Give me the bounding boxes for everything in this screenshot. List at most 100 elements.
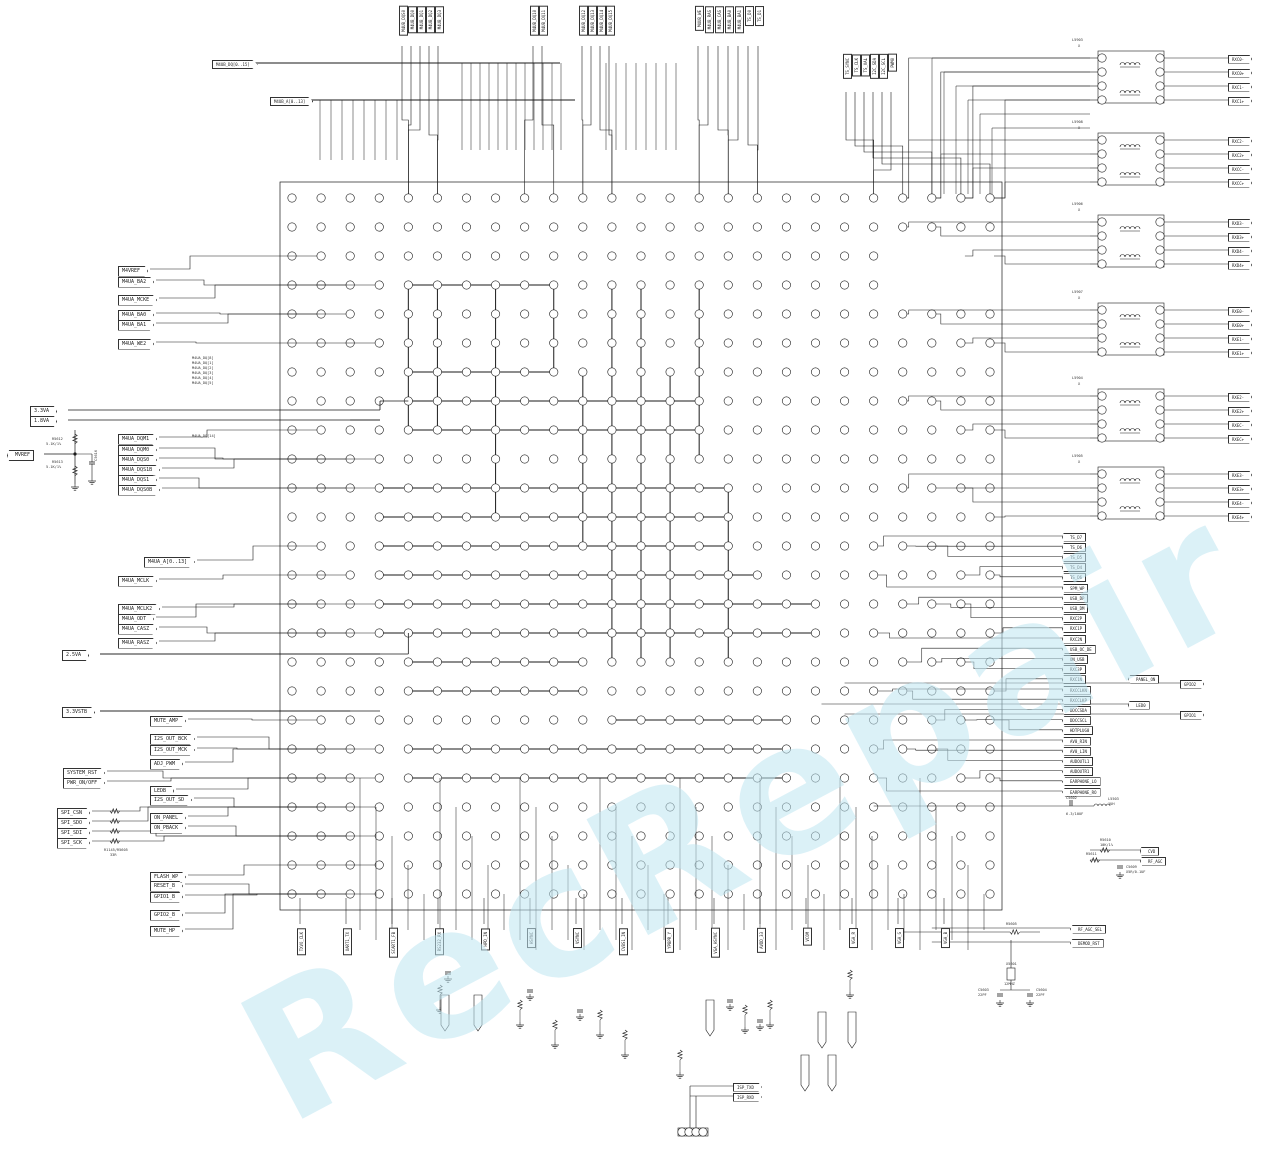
- bga-ball: [899, 310, 907, 318]
- choke-pin: [1098, 82, 1106, 90]
- bga-ball: [579, 687, 587, 695]
- bga-ball: [608, 600, 616, 608]
- bga-ball: [899, 513, 907, 521]
- bga-ball: [375, 687, 383, 695]
- choke-coil: [1130, 63, 1135, 66]
- bga-ball: [404, 252, 412, 260]
- bga-ball: [608, 455, 616, 463]
- choke-coil: [1135, 401, 1140, 404]
- bga-ball: [317, 542, 325, 550]
- signal-wire: [994, 430, 1090, 438]
- bga-ball: [404, 455, 412, 463]
- choke-coil: [1130, 479, 1135, 481]
- bga-ball: [579, 600, 587, 608]
- choke-pin: [1098, 164, 1106, 172]
- bga-ball: [666, 194, 674, 202]
- bga-ball: [782, 629, 790, 637]
- bga-ball: [782, 542, 790, 550]
- bga-ball: [346, 716, 354, 724]
- bga-ball: [550, 513, 558, 521]
- bga-ball: [840, 484, 848, 492]
- bga-ball: [491, 658, 499, 666]
- choke-coil: [1130, 343, 1135, 346]
- bga-ball: [404, 571, 412, 579]
- signal-wire: [92, 807, 317, 821]
- choke-coil: [1125, 401, 1130, 404]
- choke-pin: [1098, 392, 1106, 400]
- bga-ball: [462, 716, 470, 724]
- bga-ball: [695, 687, 703, 695]
- bga-ball: [404, 716, 412, 724]
- bga-ball: [375, 745, 383, 753]
- bga-ball: [840, 513, 848, 521]
- signal-wire: [92, 836, 375, 841]
- bga-ball: [869, 223, 877, 231]
- bga-ball: [666, 542, 674, 550]
- bga-ball: [928, 513, 936, 521]
- bga-ball: [608, 339, 616, 347]
- bga-ball: [288, 368, 296, 376]
- bga-ball: [608, 542, 616, 550]
- choke-coil: [1135, 145, 1140, 148]
- choke-coil: [1125, 343, 1130, 346]
- choke-coil: [1130, 401, 1135, 404]
- bga-ball: [695, 252, 703, 260]
- signal-wire: [156, 342, 375, 343]
- bga-ball: [288, 223, 296, 231]
- bga-ball: [724, 368, 732, 376]
- bga-ball: [579, 745, 587, 753]
- bga-ball: [404, 339, 412, 347]
- bga-ball: [928, 310, 936, 318]
- choke-pin: [1156, 178, 1164, 186]
- bga-ball: [782, 281, 790, 289]
- bga-ball: [928, 484, 936, 492]
- choke-coil: [1120, 173, 1125, 176]
- bga-ball: [637, 716, 645, 724]
- bga-ball: [811, 368, 819, 376]
- bga-ball: [724, 397, 732, 405]
- choke-pin: [1098, 470, 1106, 478]
- signal-wire: [994, 256, 1090, 264]
- bga-ball: [462, 803, 470, 811]
- bga-ball: [550, 397, 558, 405]
- bga-ball: [550, 368, 558, 376]
- bga-ball: [840, 397, 848, 405]
- signal-wire: [718, 46, 728, 194]
- bga-ball: [462, 194, 470, 202]
- bga-ball: [869, 484, 877, 492]
- choke-coil: [1130, 227, 1135, 230]
- bga-ball: [695, 194, 703, 202]
- bga-ball: [724, 223, 732, 231]
- bga-ball: [957, 455, 965, 463]
- bga-ball: [550, 658, 558, 666]
- bga-ball: [608, 397, 616, 405]
- bga-ball: [317, 252, 325, 260]
- bottom-resistor: [848, 970, 852, 980]
- choke-pin: [1156, 420, 1164, 428]
- bga-ball: [637, 542, 645, 550]
- bga-ball: [724, 513, 732, 521]
- bga-ball: [520, 455, 528, 463]
- bga-ball: [288, 687, 296, 695]
- choke-pin: [1156, 232, 1164, 240]
- bga-ball: [608, 484, 616, 492]
- bga-ball: [520, 774, 528, 782]
- bga-ball: [986, 339, 994, 347]
- signal-wire: [882, 92, 990, 194]
- bga-ball: [375, 368, 383, 376]
- bga-ball: [550, 745, 558, 753]
- bga-ball: [724, 426, 732, 434]
- bga-ball: [550, 629, 558, 637]
- bga-ball: [637, 455, 645, 463]
- bga-ball: [869, 194, 877, 202]
- bga-ball: [550, 774, 558, 782]
- bga-ball: [375, 658, 383, 666]
- bga-ball: [520, 745, 528, 753]
- bga-ball: [346, 223, 354, 231]
- choke-pin: [1156, 54, 1164, 62]
- choke-pin: [1098, 150, 1106, 158]
- bga-ball: [433, 803, 441, 811]
- bga-ball: [579, 194, 587, 202]
- signal-wire: [185, 749, 317, 762]
- bga-ball: [724, 455, 732, 463]
